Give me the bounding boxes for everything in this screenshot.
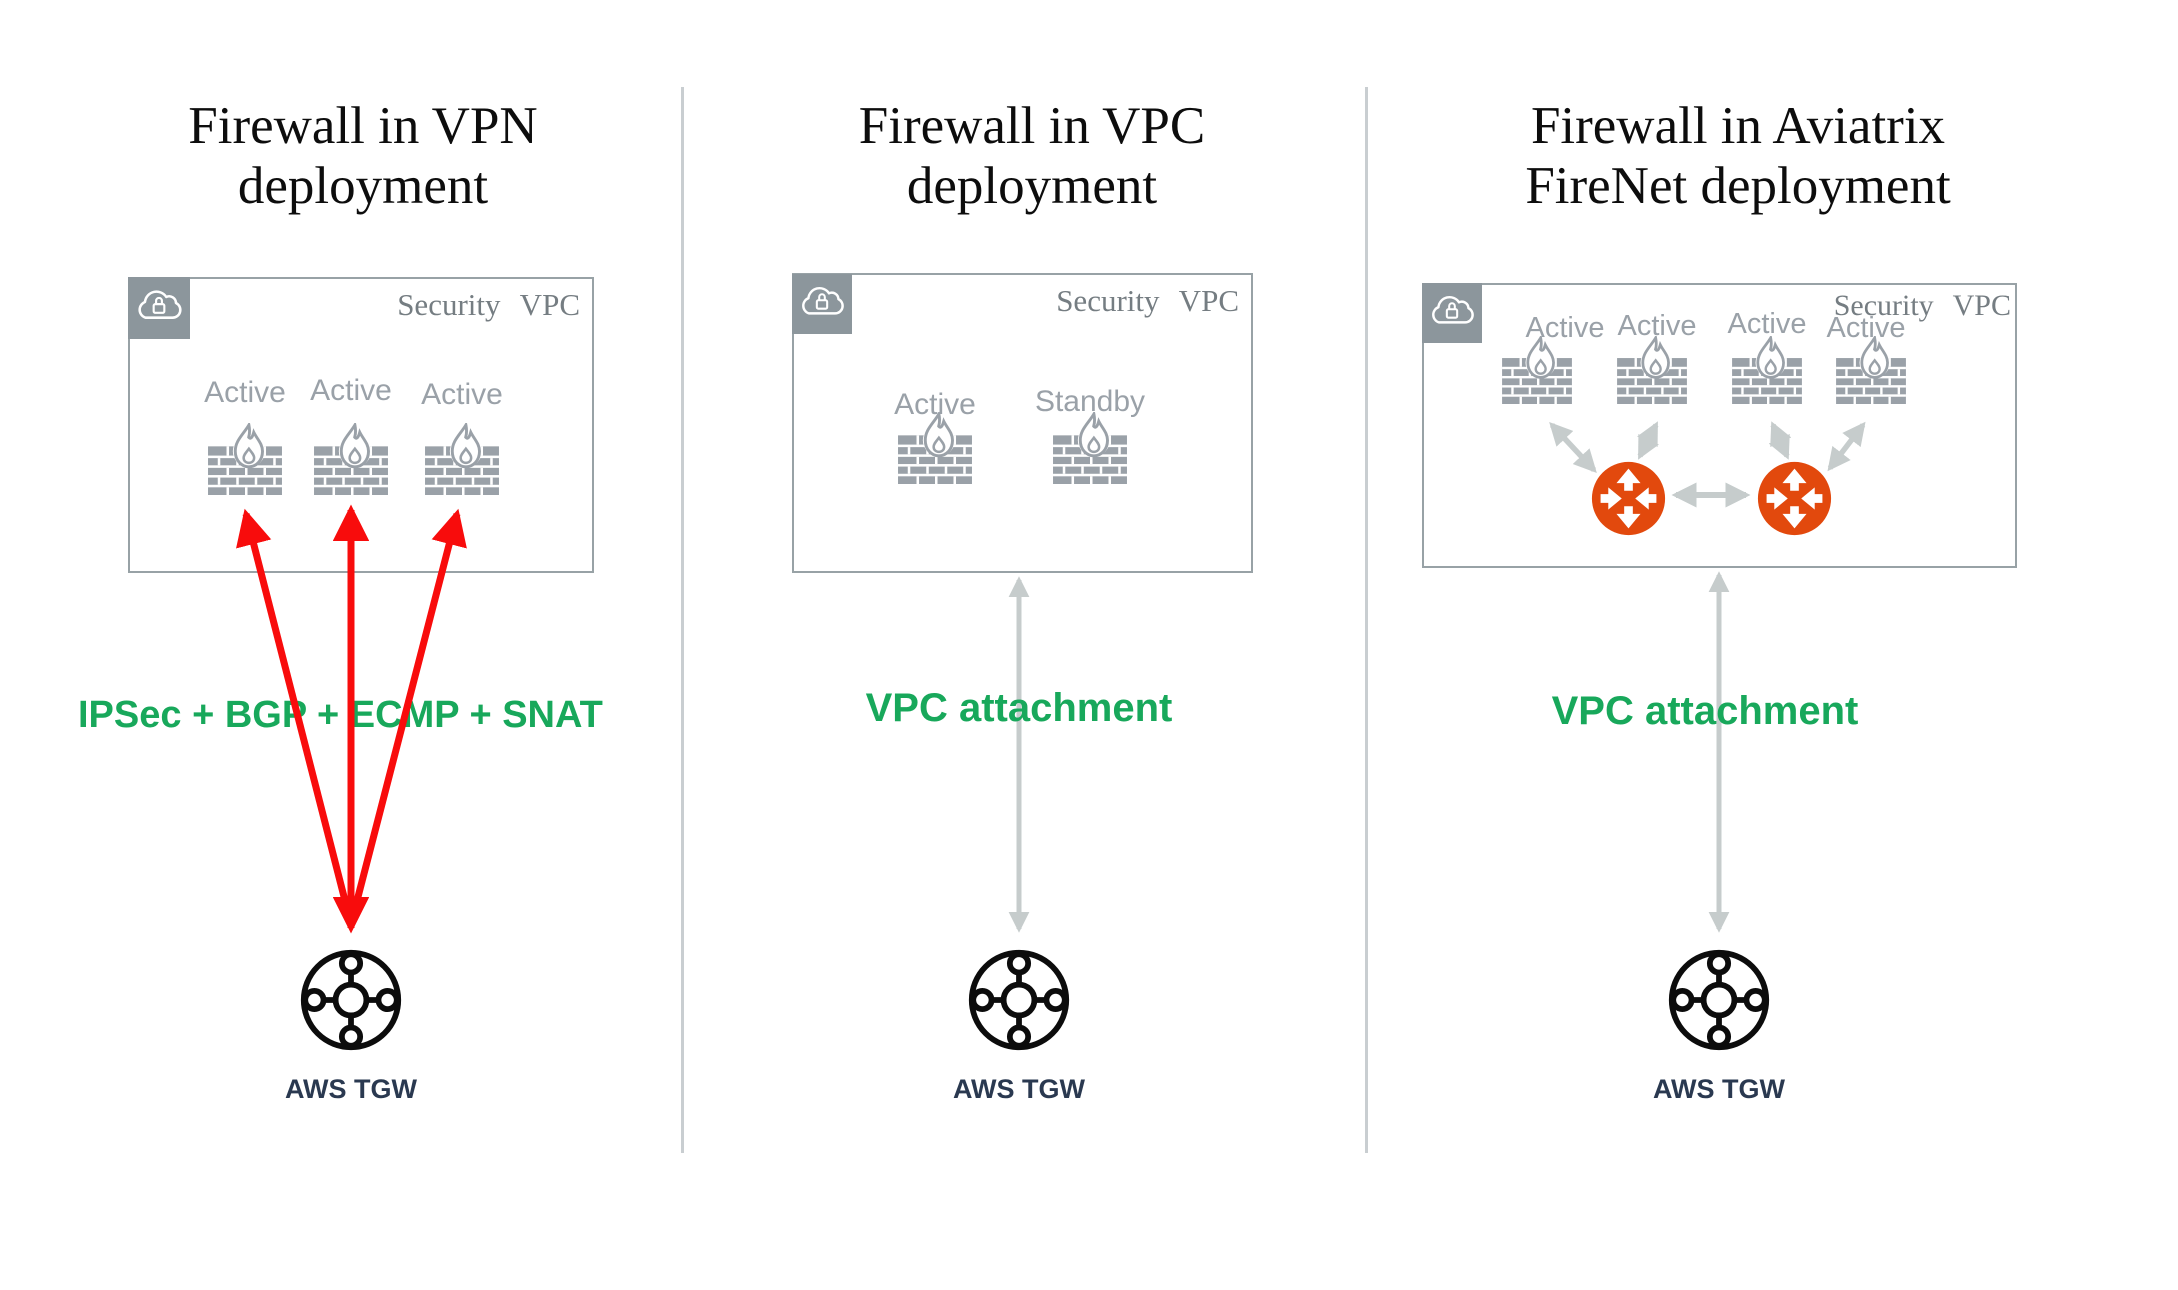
tgw-label: AWS TGW <box>953 1074 1085 1104</box>
firewall-status-label: Standby <box>1034 385 1146 418</box>
firewall-status-label: Active <box>1617 310 1697 342</box>
security-vpc-box: Security VPC <box>792 273 1253 573</box>
title-line: Firewall in Aviatrix <box>1530 97 1946 155</box>
firewall-status-label: Active <box>1727 308 1807 340</box>
cloud-lock-icon <box>128 277 190 339</box>
title-line: deployment <box>237 157 489 215</box>
aws-transit-gateway-icon <box>1666 947 1772 1053</box>
firewall-status-label: Active <box>894 388 976 421</box>
aws-transit-gateway-icon <box>298 947 404 1053</box>
firewall-icon <box>1615 336 1689 404</box>
title-line: Firewall in VPN <box>188 97 538 155</box>
firewall-icon <box>312 423 390 495</box>
firewall-icon <box>423 423 501 495</box>
connection-label: VPC attachment <box>865 686 1173 730</box>
firewall-status-label: Active <box>421 378 503 411</box>
firewall-icon <box>1051 412 1129 484</box>
firewall-status-label: Active <box>1826 312 1906 344</box>
security-vpc-label: Security VPC <box>397 287 580 322</box>
panel-title-firenet: Firewall in Aviatrix FireNet deployment <box>1448 96 2028 216</box>
connection-label: IPSec + BGP + ECMP + SNAT <box>78 694 603 736</box>
cloud-lock-icon <box>792 273 852 335</box>
security-vpc-label: Security VPC <box>1833 289 2011 322</box>
firewall-icon <box>1500 336 1574 404</box>
firewall-icon <box>896 412 974 484</box>
firewall-status-label: Active <box>310 374 392 407</box>
title-line: deployment <box>906 157 1158 215</box>
firewall-icon <box>1730 336 1804 404</box>
tgw-label: AWS TGW <box>1653 1074 1785 1104</box>
aviatrix-gateway-icon <box>1756 460 1833 537</box>
firewall-icon <box>206 423 284 495</box>
connection-label: VPC attachment <box>1551 689 1859 733</box>
aws-transit-gateway-icon <box>966 947 1072 1053</box>
title-line: FireNet deployment <box>1525 157 1951 215</box>
aviatrix-gateway-icon <box>1590 460 1667 537</box>
column-divider <box>1365 87 1368 1153</box>
security-vpc-box: Security VPC <box>1422 283 2017 568</box>
firewall-icon <box>1834 336 1908 404</box>
title-line: Firewall in VPC <box>858 97 1206 155</box>
tgw-label: AWS TGW <box>285 1074 417 1104</box>
firewall-status-label: Active <box>204 376 286 409</box>
security-vpc-label: Security VPC <box>1056 283 1239 318</box>
panel-title-vpc: Firewall in VPC deployment <box>782 96 1282 216</box>
panel-title-vpn: Firewall in VPN deployment <box>113 96 613 216</box>
column-divider <box>681 87 684 1153</box>
cloud-lock-icon <box>1422 283 1482 343</box>
